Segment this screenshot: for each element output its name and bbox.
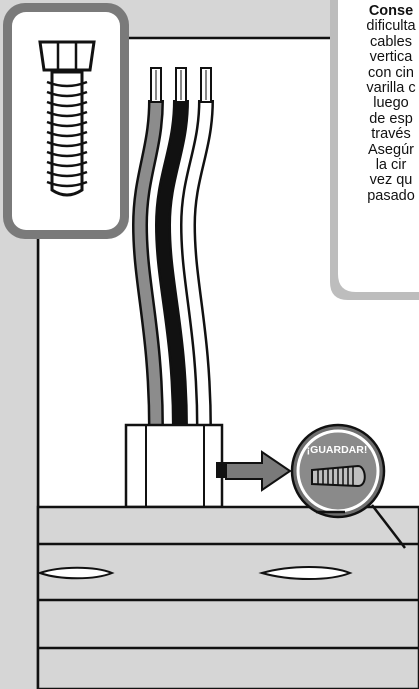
tip-title: Conse	[368, 3, 414, 19]
tip-line: de esp	[369, 110, 413, 127]
keep-label: ¡GUARDAR!	[306, 444, 368, 456]
tip-line: través	[371, 126, 411, 143]
tip-line: cables	[370, 33, 412, 50]
arrow-right-icon	[225, 450, 292, 492]
tip-line: la cir	[375, 157, 407, 174]
tip-line: Asegúr	[368, 141, 414, 158]
wire-fitting	[124, 423, 225, 509]
tip-line: dificulta	[366, 18, 416, 35]
tip-box	[330, 0, 419, 300]
wire-tips	[150, 67, 212, 103]
tip-line: varilla c	[366, 80, 416, 97]
tip-line: con cin	[368, 64, 414, 81]
tip-line: vez qu	[369, 172, 413, 189]
wire-bundle	[131, 99, 214, 431]
wire-nut-icon	[311, 464, 366, 488]
tip-line: pasado	[367, 187, 415, 204]
wire-nut-callout	[290, 423, 406, 549]
counter-body	[36, 505, 419, 689]
tip-line: luego	[373, 95, 409, 112]
bolt-icon-box	[3, 3, 129, 239]
tip-text: Conse dificulta cables vertica con cin v…	[336, 3, 419, 204]
tip-line: vertica	[369, 49, 413, 66]
bolt-icon	[38, 40, 96, 197]
